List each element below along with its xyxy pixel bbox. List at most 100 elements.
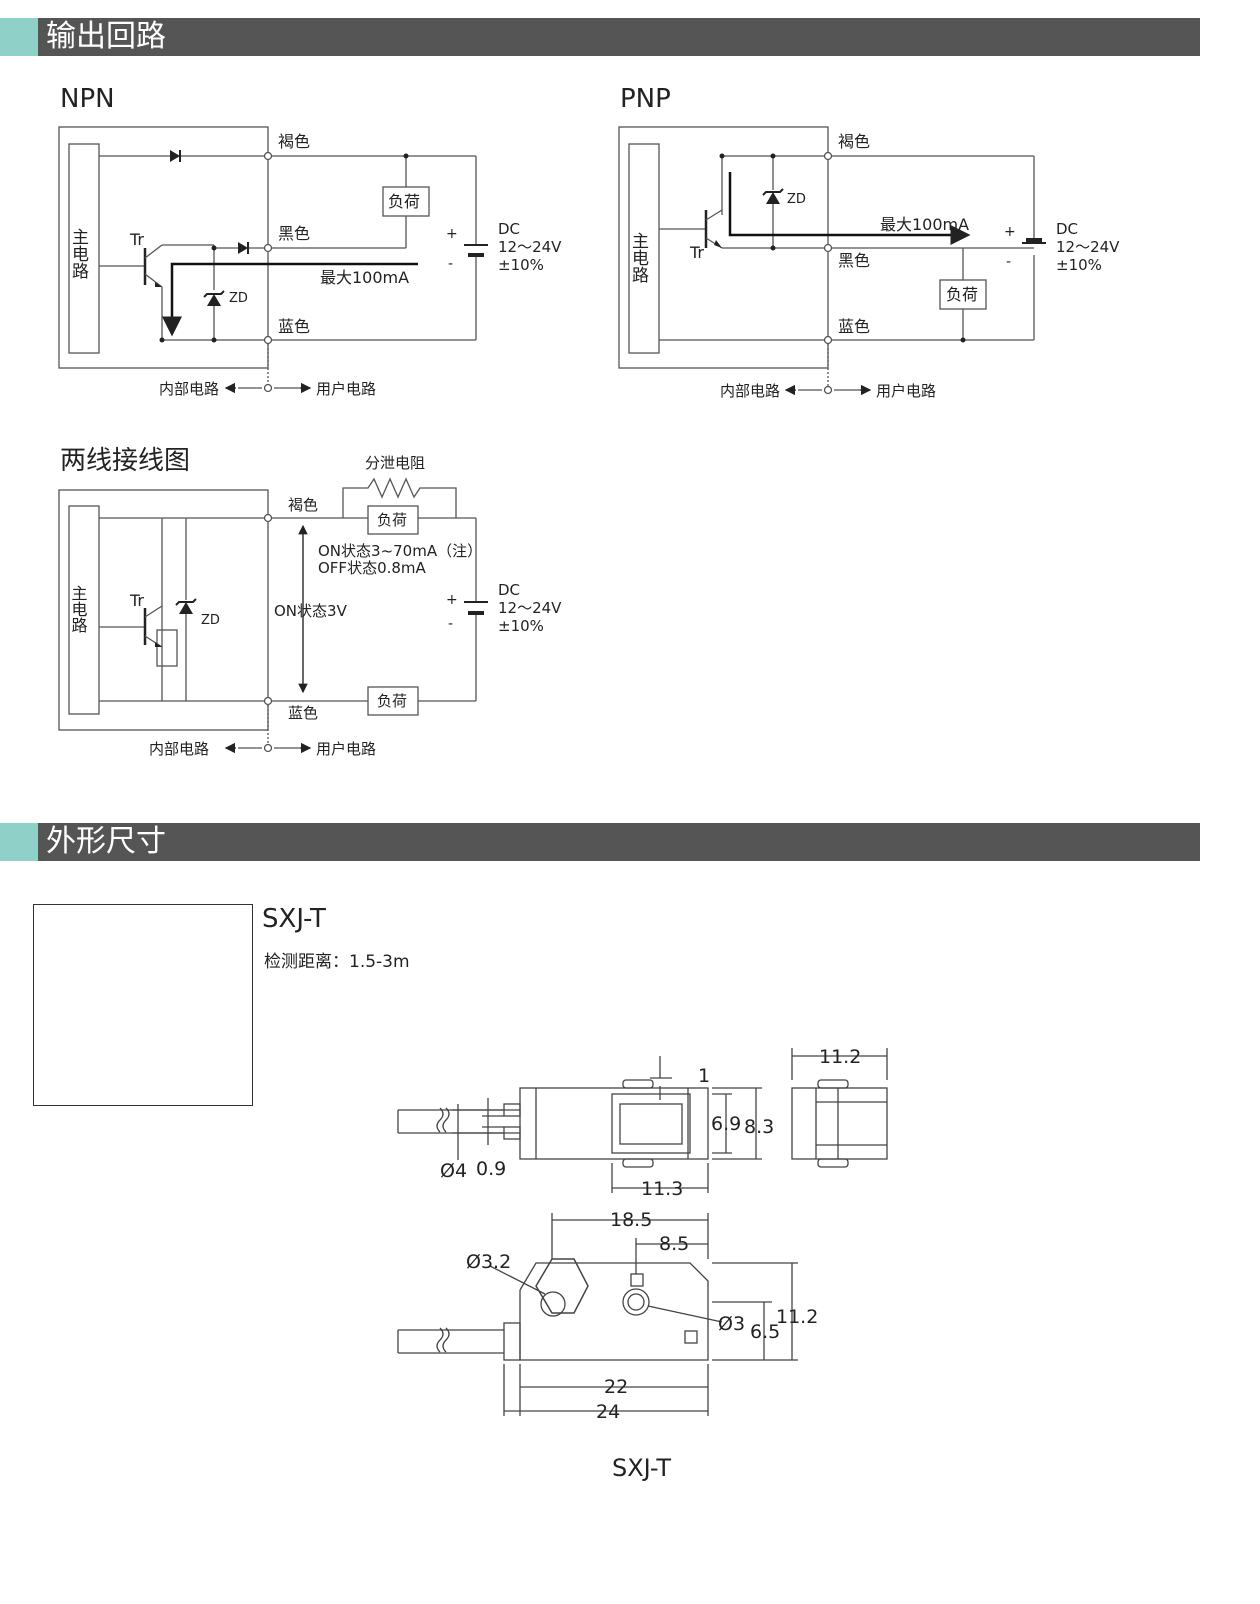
dim-drawing-top: [397, 1048, 888, 1193]
pnp-voltage: 12～24V: [1056, 238, 1120, 256]
pnp-dc: DC: [1056, 220, 1078, 238]
dim-d3: Ø3: [718, 1313, 745, 1335]
pnp-main-1: 主电路: [628, 232, 649, 283]
npn-load-label: 负荷: [388, 192, 420, 211]
two-wire-load-top: [367, 505, 419, 535]
pnp-plus: +: [1004, 224, 1016, 240]
npn-internal: 内部电路: [159, 380, 219, 398]
section-bar-output: 输出回路: [0, 18, 1200, 56]
npn-labels: 褐色 黑色 蓝色 负荷 最大100mA Tr ZD + - DC 12～24V …: [129, 132, 562, 398]
two-wire-small-box: [156, 629, 178, 667]
pnp-zener: [766, 192, 780, 204]
two-wire-brown: 褐色: [288, 496, 318, 514]
pnp-diagram: [618, 126, 1035, 395]
product-detect-distance: 检测距离：1.5-3m: [264, 952, 410, 972]
dim-11-2-top: 11.2: [819, 1046, 861, 1068]
dim-22: 22: [604, 1376, 628, 1398]
two-wire-load-bottom: [367, 686, 419, 716]
pnp-current-arrow: [728, 172, 971, 245]
npn-plus: +: [446, 226, 458, 242]
npn-diagram: [58, 126, 477, 393]
npn-tolerance: ±10%: [498, 256, 544, 274]
dim-0-9: 0.9: [476, 1158, 506, 1180]
section-accent: [0, 18, 38, 56]
npn-load-box: [382, 186, 430, 217]
two-wire-main-1: 主电路: [69, 585, 88, 633]
npn-user: 用户电路: [316, 380, 376, 398]
npn-zener: [207, 294, 221, 306]
two-wire-plus: +: [446, 592, 458, 608]
dim-d4: Ø4: [440, 1160, 467, 1182]
npn-diode-top: [170, 150, 180, 162]
two-wire-on-voltage: ON状态3V: [274, 602, 348, 620]
pnp-black-label: 黑色: [838, 251, 870, 270]
pnp-max-label: 最大100mA: [880, 215, 969, 234]
dim-1: 1: [698, 1065, 710, 1087]
two-wire-tolerance: ±10%: [498, 617, 544, 635]
product-photo-frame: [33, 904, 253, 1106]
pnp-brown-label: 褐色: [838, 132, 870, 151]
dim-24: 24: [596, 1401, 620, 1423]
npn-blue-label: 蓝色: [278, 317, 310, 336]
pnp-minus: -: [1006, 254, 1011, 270]
two-wire-labels: 分泄电阻 褐色 蓝色 负荷 负荷 ON状态3~70mA（注） OFF状态0.8m…: [129, 454, 562, 758]
pnp-load-box: [939, 279, 987, 310]
two-wire-internal: 内部电路: [149, 740, 209, 758]
two-wire-title: 两线接线图: [60, 446, 191, 476]
dim-6-9: 6.9: [711, 1113, 741, 1135]
section-title-dimensions: 外形尺寸: [46, 824, 166, 859]
dim-18-5: 18.5: [610, 1209, 652, 1231]
product-model: SXJ-T: [262, 904, 326, 934]
section-title-output: 输出回路: [46, 19, 166, 54]
pnp-tolerance: ±10%: [1056, 256, 1102, 274]
npn-main-1: 主电路: [68, 228, 89, 279]
section-bar-dimensions: 外形尺寸: [0, 823, 1200, 861]
npn-black-label: 黑色: [278, 224, 310, 243]
dim-11-2-side: 11.2: [776, 1306, 818, 1328]
pnp-blue-label: 蓝色: [838, 317, 870, 336]
dim-labels: 1 6.9 8.3 11.2 Ø4 0.9 11.3 18.5 8.5 Ø3.2…: [440, 1046, 861, 1423]
two-wire-diagram: [58, 477, 477, 753]
pnp-labels: 褐色 黑色 蓝色 负荷 最大100mA Tr ZD + - DC 12～24V …: [689, 132, 1120, 400]
two-wire-minus: -: [448, 616, 453, 632]
dim-8-3: 8.3: [744, 1116, 774, 1138]
two-wire-user: 用户电路: [316, 740, 376, 758]
two-wire-tr: Tr: [129, 591, 144, 610]
pnp-title: PNP: [620, 84, 671, 114]
two-wire-dc: DC: [498, 581, 520, 599]
section-accent: [0, 823, 38, 861]
npn-marks: [155, 150, 488, 394]
two-wire-internal-box: [58, 489, 269, 731]
npn-diode-black: [238, 242, 248, 254]
two-wire-off-current: OFF状态0.8mA: [318, 559, 427, 577]
dim-d3-2: Ø3.2: [466, 1251, 511, 1273]
pnp-user: 用户电路: [876, 382, 936, 400]
pnp-main-circuit-block: [628, 143, 660, 354]
npn-current-arrow: [162, 262, 418, 337]
two-wire-main-circuit-block: [68, 505, 100, 715]
two-wire-load-top-label: 负荷: [377, 511, 407, 529]
two-wire-load-bottom-label: 负荷: [377, 692, 407, 710]
npn-tr-label: Tr: [129, 230, 144, 249]
npn-minus: -: [448, 256, 453, 272]
two-wire-blue: 蓝色: [288, 704, 318, 722]
two-wire-zener: [179, 602, 193, 614]
npn-title: NPN: [60, 84, 115, 114]
npn-dc: DC: [498, 220, 520, 238]
pnp-load-label: 负荷: [946, 285, 978, 304]
npn-max-label: 最大100mA: [320, 268, 409, 287]
npn-zd-label: ZD: [229, 291, 248, 306]
pnp-zd-label: ZD: [787, 192, 806, 207]
two-wire-zd: ZD: [201, 613, 220, 628]
two-wire-marks: [155, 524, 488, 754]
two-wire-bleeder: 分泄电阻: [365, 454, 425, 472]
product-caption: SXJ-T: [612, 1454, 672, 1482]
pnp-tr-label: Tr: [689, 243, 704, 262]
dim-drawing-front: [397, 1213, 798, 1416]
npn-main-circuit-block: [68, 143, 100, 354]
two-wire-voltage: 12～24V: [498, 599, 562, 617]
npn-brown-label: 褐色: [278, 132, 310, 151]
npn-voltage: 12～24V: [498, 238, 562, 256]
dim-6-5: 6.5: [750, 1321, 780, 1343]
